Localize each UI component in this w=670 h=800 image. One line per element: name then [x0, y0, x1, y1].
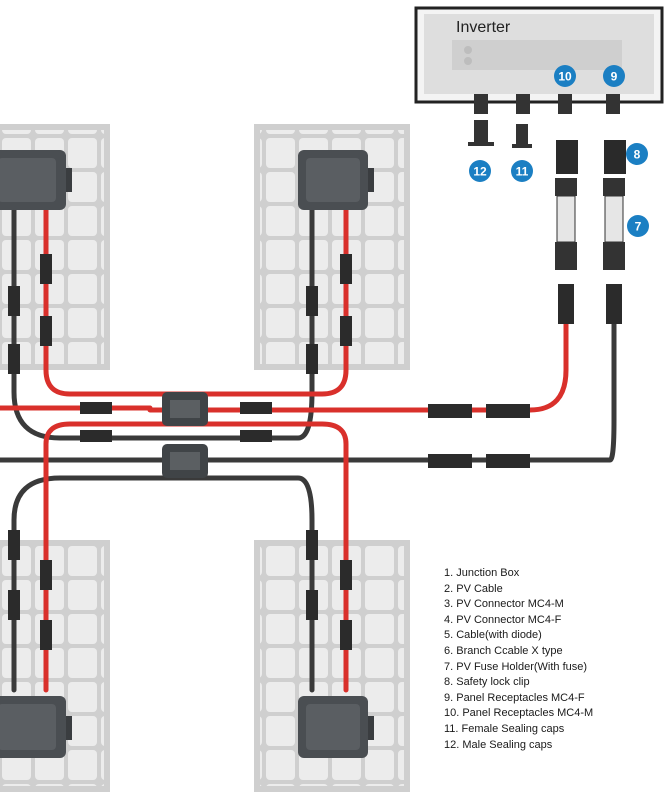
sealing-caps [468, 120, 532, 148]
legend-item: 7. PV Fuse Holder(With fuse) [444, 660, 588, 673]
branch-connectors [162, 392, 208, 478]
callout-label: 8 [634, 148, 641, 162]
callout-label: 12 [473, 165, 487, 179]
callout-label: 11 [516, 165, 529, 179]
legend-item: 6. Branch Ccable X type [444, 644, 563, 657]
junction-box-top-left [0, 150, 72, 210]
legend-item: 10. Panel Receptacles MC4-M [444, 707, 594, 720]
callout-7: 7 [627, 215, 649, 237]
mc4-connectors [8, 254, 622, 650]
callout-label: 9 [611, 70, 618, 84]
callout-11: 11 [511, 160, 533, 182]
callout-12: 12 [469, 160, 491, 182]
callout-10: 10 [554, 65, 576, 87]
callout-8: 8 [626, 143, 648, 165]
junction-box-bottom-right [298, 696, 374, 758]
component-legend: 1. Junction Box 2. PV Cable 3. PV Connec… [444, 566, 593, 753]
legend-item: 5. Cable(with diode) [444, 629, 542, 642]
legend-item: 4. PV Connector MC4-F [444, 613, 562, 626]
legend-item: 1. Junction Box [444, 567, 520, 579]
legend-item: 2. PV Cable [444, 582, 503, 595]
callout-label: 7 [635, 220, 642, 234]
legend-item: 12. Male Sealing caps [444, 738, 553, 751]
safety-lock-clips [556, 140, 626, 174]
legend-item: 3. PV Connector MC4-M [444, 598, 564, 611]
legend-item: 11. Female Sealing caps [444, 722, 565, 735]
legend-item: 8. Safety lock clip [444, 676, 530, 689]
junction-box-bottom-left [0, 696, 72, 758]
legend-item: 9. Panel Receptacles MC4-F [444, 691, 585, 704]
inverter-box [414, 6, 664, 114]
callout-label: 10 [558, 70, 572, 84]
inverter-label: Inverter [456, 19, 511, 36]
fuse-holders [555, 178, 625, 270]
junction-box-top-right [298, 150, 374, 210]
callout-9: 9 [603, 65, 625, 87]
